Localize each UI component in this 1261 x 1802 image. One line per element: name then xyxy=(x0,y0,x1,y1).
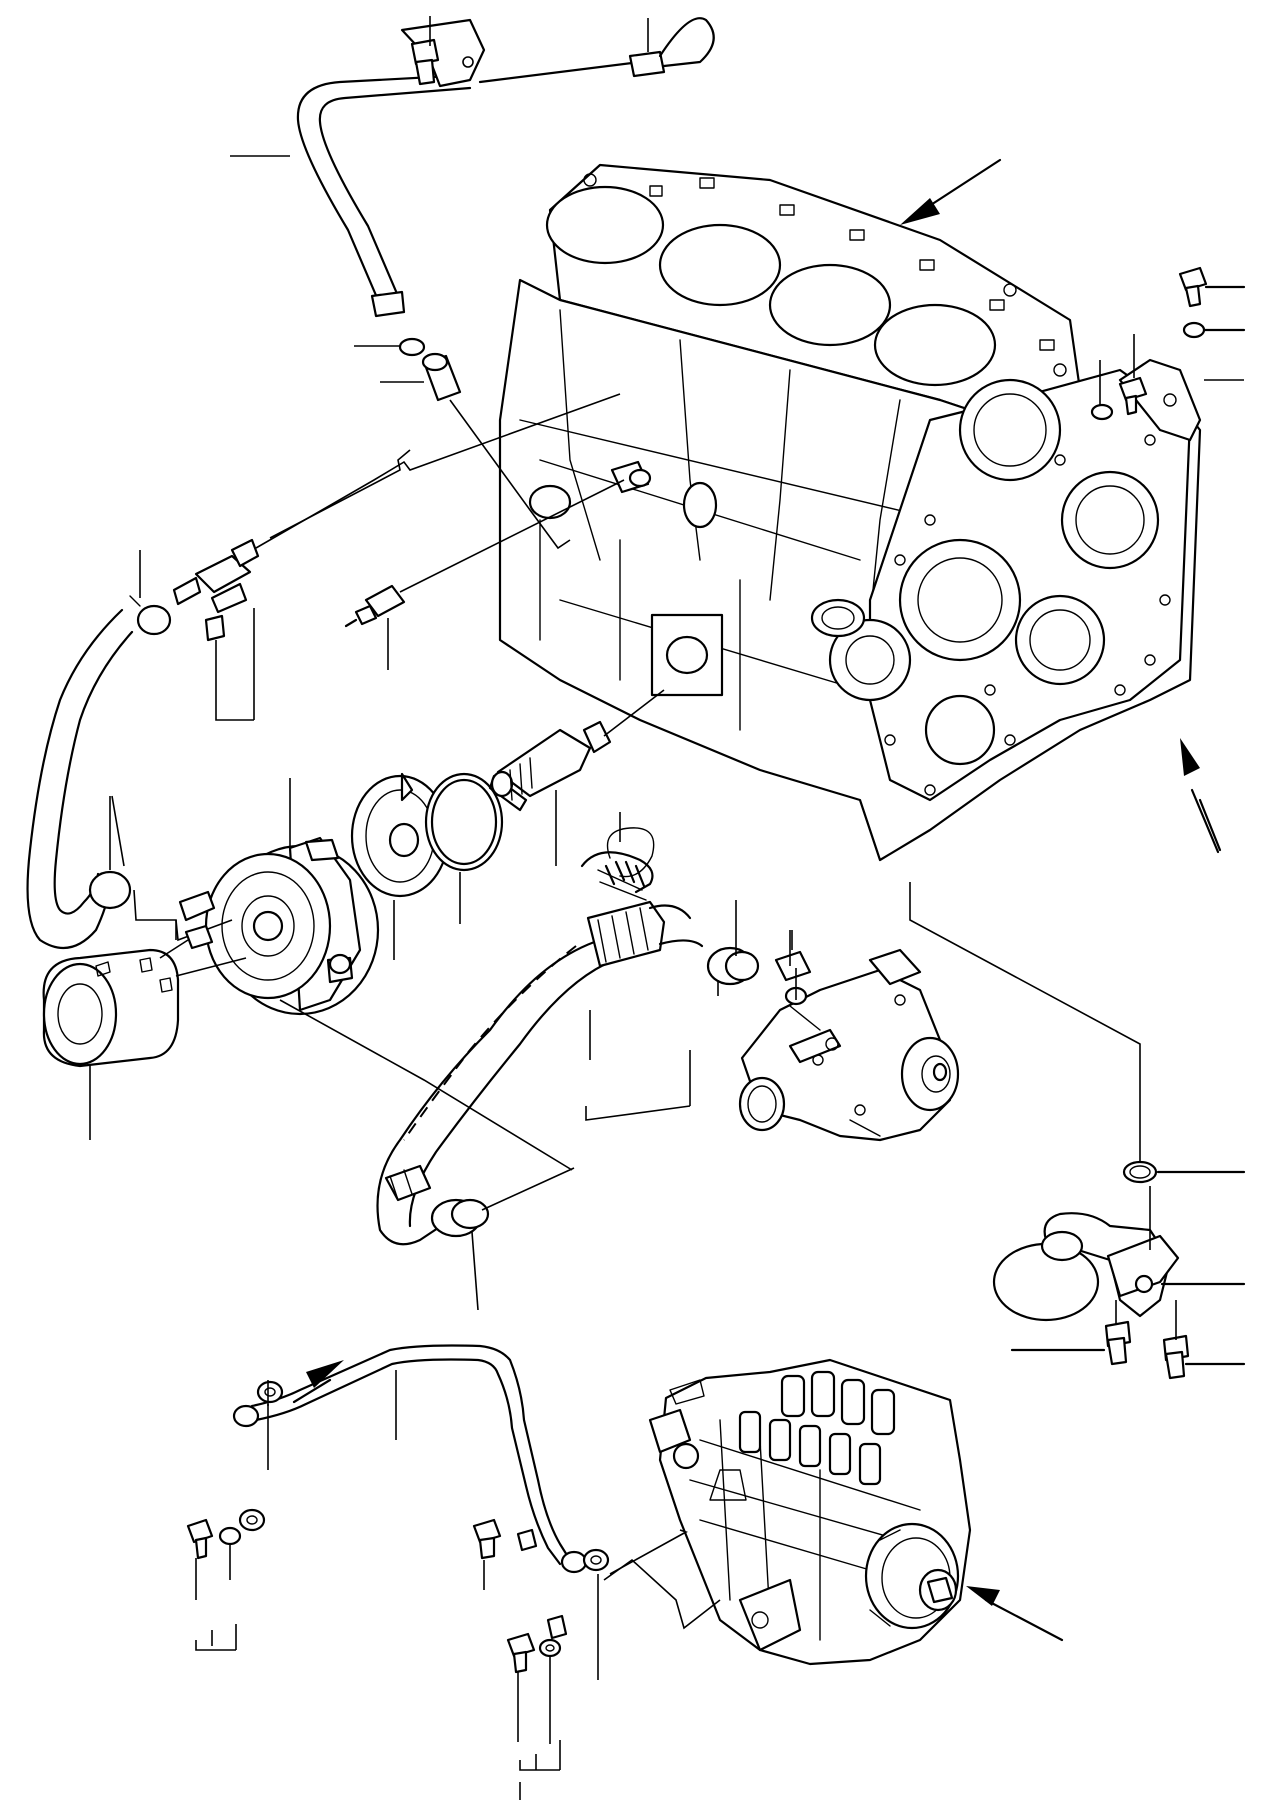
oil-strainer xyxy=(992,1186,1246,1322)
hose-clamp-right xyxy=(706,900,760,996)
dipstick-adapter xyxy=(421,352,462,402)
oil-pressure-switch xyxy=(344,479,625,670)
o-ring-cooler xyxy=(424,772,504,924)
banjo-bolt-right-top xyxy=(472,1518,538,1590)
guide-tube-bolt xyxy=(410,38,440,86)
oil-feed-fitting xyxy=(172,393,621,642)
block-bolt-mid xyxy=(1090,334,1148,421)
strainer-bolt-right xyxy=(1162,1300,1246,1380)
strainer-o-ring xyxy=(1122,1160,1246,1184)
dipstick-guide-tube xyxy=(296,18,486,318)
banjo-bolt-right-bottom xyxy=(506,1632,562,1800)
oil-filter xyxy=(42,948,247,1140)
fuel-injection-pump xyxy=(648,1358,972,1666)
bracket-group-1 xyxy=(139,550,255,721)
oil-return-hose xyxy=(376,900,704,1246)
oil-feed-clamp xyxy=(129,595,172,636)
view-arrow-top xyxy=(900,158,1002,225)
banjo-bolt-left xyxy=(186,1508,266,1651)
view-arrow-right-2 xyxy=(1180,738,1220,854)
view-arrow-pump xyxy=(966,1586,1064,1642)
cylinder-block xyxy=(498,163,1202,862)
leader-lines xyxy=(230,16,1244,550)
hose-clamp-lower xyxy=(279,999,575,1311)
oil-feed-pipe-arrow xyxy=(292,1360,344,1404)
oil-dipstick xyxy=(478,17,715,84)
water-pump-elbow-fitting xyxy=(774,930,812,1006)
cooler-stud xyxy=(159,924,214,959)
oil-cooler-connector xyxy=(488,689,665,866)
hose-clamp-left xyxy=(88,795,177,940)
strainer-bolt-left xyxy=(1010,1300,1132,1366)
oil-feed-pipe xyxy=(250,1344,721,1630)
hose-clamp-spring xyxy=(580,812,654,894)
oil-hose-left xyxy=(26,608,134,950)
dipstick-o-ring xyxy=(398,337,426,357)
water-pump-leader xyxy=(789,882,1141,1164)
block-washer-top-right xyxy=(1182,321,1246,339)
banjo-fitting-left xyxy=(232,1380,284,1470)
view-arrow-right xyxy=(1198,798,1222,852)
water-pump xyxy=(738,948,960,1142)
oil-cooler xyxy=(175,778,380,1016)
block-bolt-top-right xyxy=(1178,266,1246,308)
banjo-fitting-right xyxy=(546,1548,610,1680)
